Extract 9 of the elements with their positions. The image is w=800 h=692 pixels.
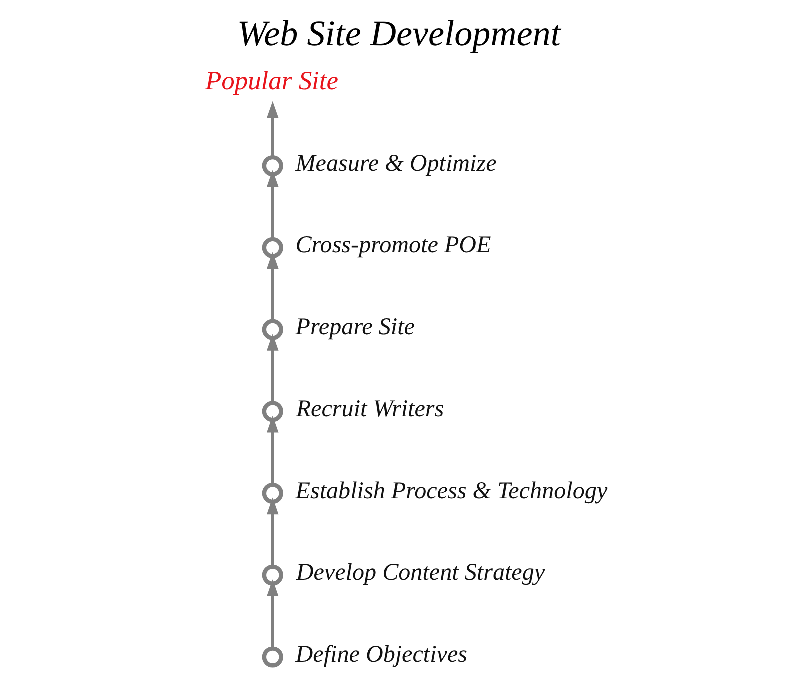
node-label: Develop Content Strategy bbox=[296, 560, 545, 586]
diagram-title: Web Site Development bbox=[236, 14, 560, 54]
node-label: Cross-promote POE bbox=[295, 232, 491, 259]
node-label: Define Objectives bbox=[295, 642, 468, 668]
node-label: Establish Process & Technology bbox=[295, 478, 608, 504]
node-label: Recruit Writers bbox=[296, 396, 444, 422]
node-label: Measure & Optimize bbox=[295, 150, 496, 177]
node-label: Prepare Site bbox=[295, 314, 414, 341]
node-text: Popular Site bbox=[204, 66, 338, 96]
